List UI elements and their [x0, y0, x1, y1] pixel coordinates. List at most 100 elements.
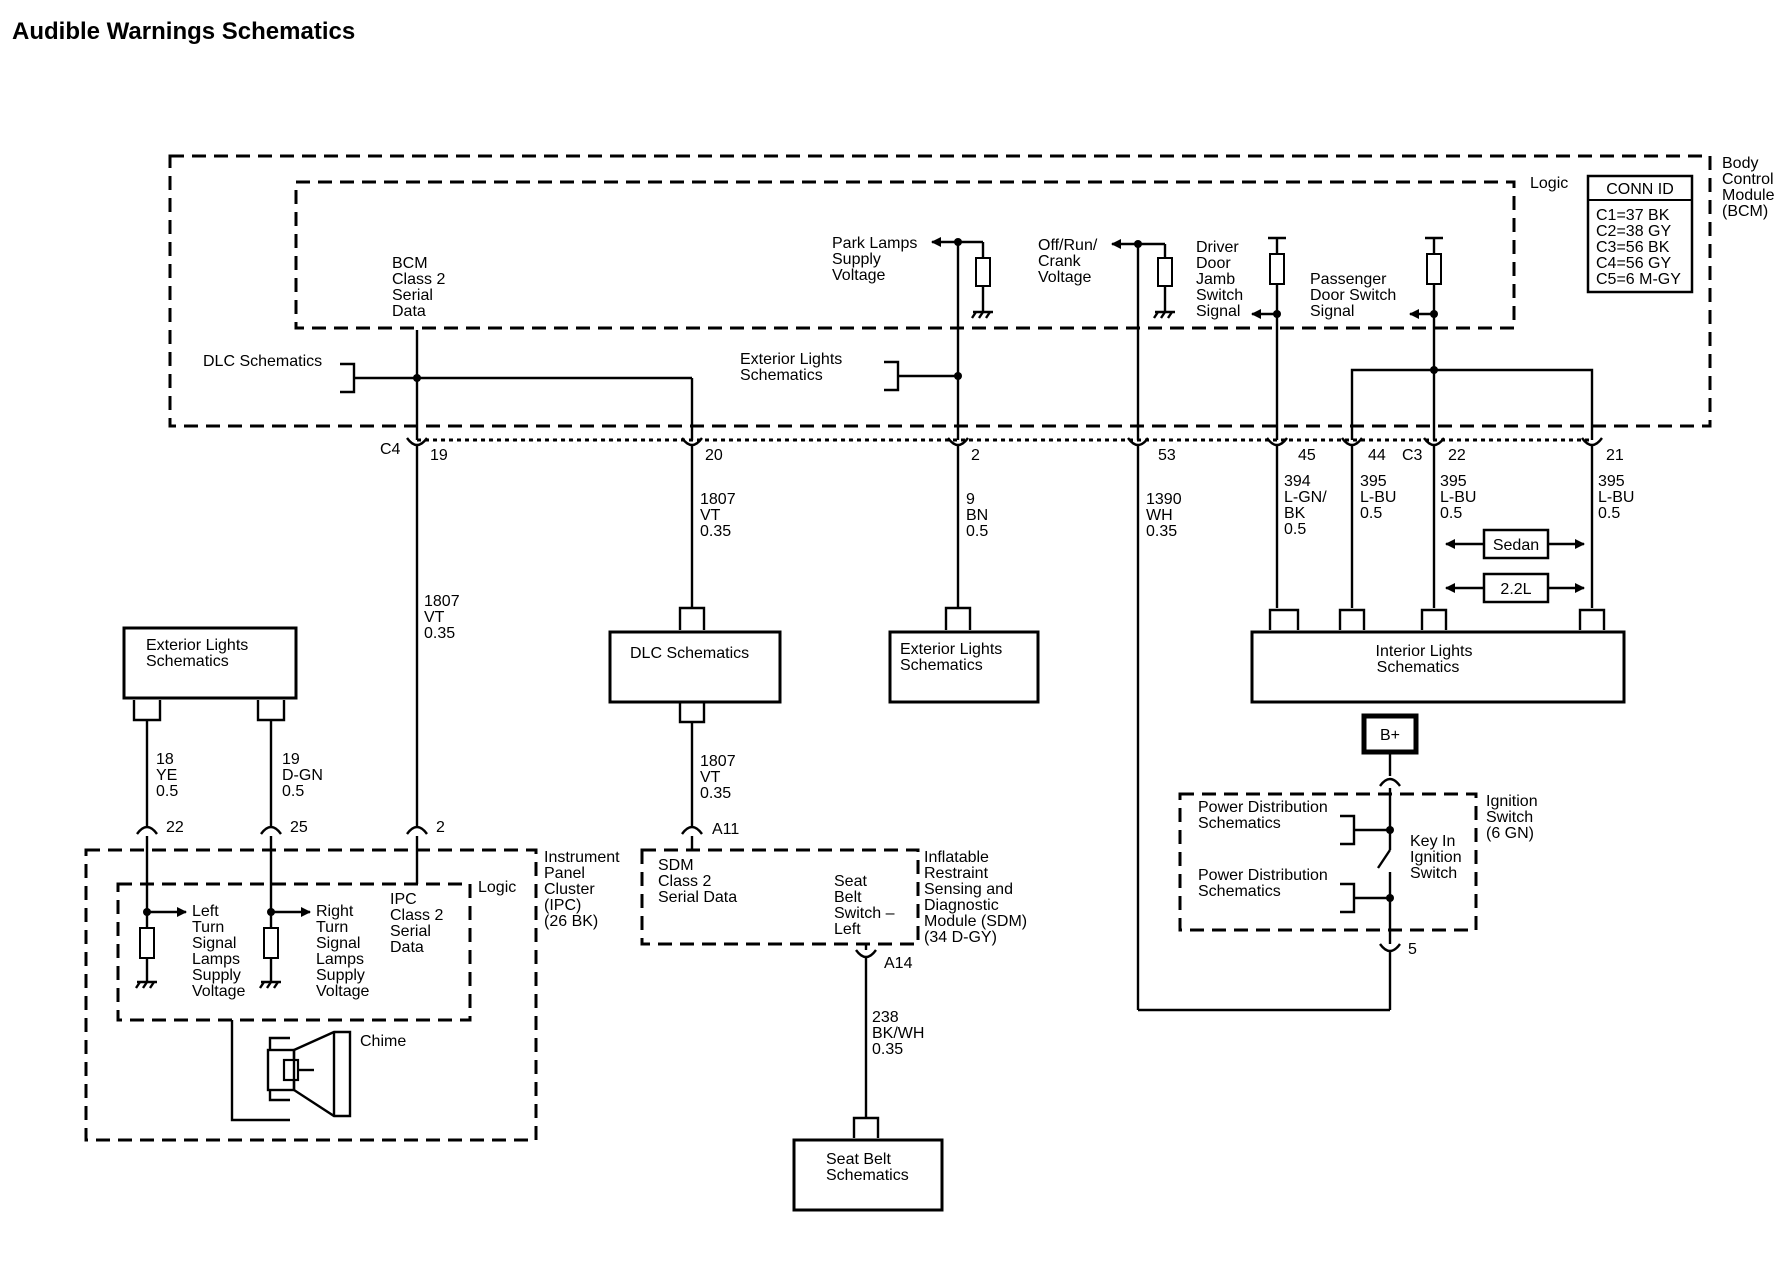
svg-text:Door: Door: [1196, 255, 1231, 272]
svg-text:Data: Data: [392, 303, 426, 320]
chime-speaker-icon: [230, 1020, 352, 1122]
wire-label-ye: 18 YE 0.5: [156, 751, 178, 800]
svg-text:9: 9: [966, 491, 975, 508]
svg-text:Diagnostic: Diagnostic: [924, 897, 999, 914]
svg-text:Door Switch: Door Switch: [1310, 287, 1396, 304]
svg-text:C5=6 M-GY: C5=6 M-GY: [1596, 271, 1681, 288]
chime-label: Chime: [360, 1033, 406, 1050]
svg-text:Signal: Signal: [192, 935, 236, 952]
dlc-schematics-box: DLC Schematics: [608, 606, 782, 828]
svg-text:0.5: 0.5: [156, 783, 178, 800]
bcm-logic-label: Logic: [1530, 175, 1568, 192]
svg-text:Module (SDM): Module (SDM): [924, 913, 1027, 930]
seatbelt-schematics-box: Seat Belt Schematics: [792, 1116, 944, 1212]
svg-text:Signal: Signal: [1196, 303, 1240, 320]
svg-text:Module: Module: [1722, 187, 1775, 204]
main-wires: [415, 446, 1594, 1012]
svg-text:Signal: Signal: [316, 935, 360, 952]
svg-text:Driver: Driver: [1196, 239, 1239, 256]
svg-text:0.35: 0.35: [1146, 523, 1177, 540]
svg-text:Key In: Key In: [1410, 833, 1455, 850]
svg-text:Voltage: Voltage: [316, 983, 369, 1000]
svg-text:Switch –: Switch –: [834, 905, 895, 922]
svg-text:BK/WH: BK/WH: [872, 1025, 924, 1042]
conn-id-table: CONN ID C1=37 BK C2=38 GY C3=56 BK C4=56…: [1586, 174, 1694, 294]
ignition-pin-top: [1379, 777, 1401, 787]
svg-text:Passenger: Passenger: [1310, 271, 1387, 288]
svg-text:Voltage: Voltage: [192, 983, 245, 1000]
pin-20: 20: [705, 447, 723, 464]
svg-text:Class 2: Class 2: [390, 907, 443, 924]
svg-text:Left: Left: [192, 903, 219, 920]
ipc-internal-wiring: [135, 836, 419, 989]
svg-text:Sedan: Sedan: [1493, 537, 1539, 554]
pin-45: 45: [1298, 447, 1316, 464]
svg-text:Signal: Signal: [1310, 303, 1354, 320]
ignition-pin-5: [1379, 943, 1401, 953]
ipc-pins: [136, 825, 428, 835]
ignition-name-label: Ignition Switch (6 GN): [1486, 793, 1538, 842]
ignition-switch-wiring: [1340, 788, 1394, 944]
svg-text:395: 395: [1360, 473, 1387, 490]
svg-text:SDM: SDM: [658, 857, 694, 874]
svg-text:Body: Body: [1722, 155, 1758, 172]
svg-text:(BCM): (BCM): [1722, 203, 1768, 220]
connector-c4-label: C4: [380, 441, 401, 458]
svg-text:DLC Schematics: DLC Schematics: [630, 645, 749, 662]
svg-text:1390: 1390: [1146, 491, 1182, 508]
svg-text:Belt: Belt: [834, 889, 862, 906]
bplus-box: B+: [1361, 713, 1419, 755]
sdm-pin-a14: [855, 949, 877, 959]
svg-text:Data: Data: [390, 939, 424, 956]
svg-text:L-GN/: L-GN/: [1284, 489, 1327, 506]
svg-text:L-BU: L-BU: [1360, 489, 1396, 506]
right-turn-label: Right Turn Signal Lamps Supply Voltage: [316, 903, 369, 1000]
pin-22: 22: [1448, 447, 1466, 464]
bcm-connector-pins: [406, 437, 1603, 447]
sdm-class2-label: SDM Class 2 Serial Data: [658, 857, 737, 906]
svg-text:Supply: Supply: [316, 967, 365, 984]
connector-c3-label: C3: [1402, 447, 1423, 464]
svg-text:Supply: Supply: [192, 967, 241, 984]
ipc-logic-label: Logic: [478, 879, 516, 896]
page-title: Audible Warnings Schematics: [12, 18, 356, 45]
bcm-internal-wiring: [340, 236, 1594, 440]
wire-label-20: 1807 VT 0.35: [700, 491, 736, 540]
svg-text:Serial: Serial: [392, 287, 433, 304]
svg-text:Class 2: Class 2: [392, 271, 445, 288]
svg-text:Sensing and: Sensing and: [924, 881, 1013, 898]
svg-text:0.35: 0.35: [700, 785, 731, 802]
wire-label-dlc-sdm: 1807 VT 0.35: [700, 753, 736, 802]
power-distribution-label-1: Power Distribution Schematics: [1198, 799, 1328, 832]
pin-a14: A14: [884, 955, 913, 972]
svg-text:(26 BK): (26 BK): [544, 913, 598, 930]
svg-text:B+: B+: [1380, 727, 1400, 744]
wire-label-53: 1390 WH 0.35: [1146, 491, 1182, 540]
left-turn-label: Left Turn Signal Lamps Supply Voltage: [192, 903, 245, 1000]
svg-text:Exterior Lights: Exterior Lights: [900, 641, 1002, 658]
driver-door-label: Driver Door Jamb Switch Signal: [1196, 239, 1243, 320]
key-in-switch-label: Key In Ignition Switch: [1410, 833, 1462, 882]
ipc-logic-outline: [116, 882, 472, 1022]
bcm-name-label: Body Control Module (BCM): [1722, 155, 1775, 220]
wire-label-21: 395 L-BU 0.5: [1598, 473, 1634, 522]
wire-label-44: 395 L-BU 0.5: [1360, 473, 1396, 522]
svg-text:Jamb: Jamb: [1196, 271, 1235, 288]
wire-label-22: 395 L-BU 0.5: [1440, 473, 1476, 522]
wire-label-dgn: 19 D-GN 0.5: [282, 751, 323, 800]
pin-2: 2: [971, 447, 980, 464]
svg-text:0.5: 0.5: [966, 523, 988, 540]
svg-text:Schematics: Schematics: [1198, 815, 1281, 832]
ext-lights-ref-label: Exterior Lights Schematics: [740, 351, 842, 384]
svg-text:238: 238: [872, 1009, 899, 1026]
svg-text:Cluster: Cluster: [544, 881, 595, 898]
pin-19: 19: [430, 447, 448, 464]
pin-a11: A11: [712, 821, 739, 838]
svg-text:1807: 1807: [700, 753, 736, 770]
svg-text:(34 D-GY): (34 D-GY): [924, 929, 997, 946]
dlc-ref-label: DLC Schematics: [203, 353, 322, 370]
svg-text:Turn: Turn: [316, 919, 348, 936]
power-distribution-label-2: Power Distribution Schematics: [1198, 867, 1328, 900]
svg-text:L-BU: L-BU: [1598, 489, 1634, 506]
